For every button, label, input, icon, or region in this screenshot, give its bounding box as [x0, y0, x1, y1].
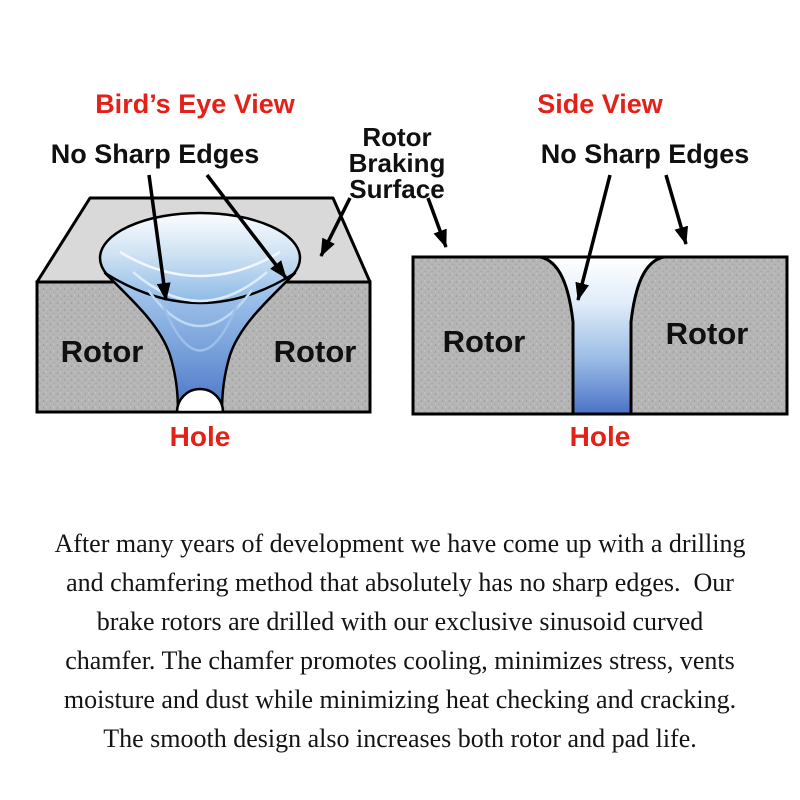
description-line: moisture and dust while minimizing heat …	[63, 685, 737, 714]
hole-label-left: Hole	[170, 421, 231, 452]
description-line: brake rotors are drilled with our exclus…	[96, 607, 704, 636]
arrow-no-sharp-edges-right-2	[664, 174, 688, 245]
description-paragraph: After many years of development we have …	[0, 524, 800, 758]
sideview-rotor-label-left: Rotor	[443, 324, 526, 359]
braking-surface-line2: Braking	[349, 148, 446, 178]
annotation-arrows	[147, 173, 688, 301]
birdseye-title: Bird’s Eye View	[95, 89, 296, 119]
sideview-title: Side View	[537, 89, 664, 119]
no-sharp-edges-label-left: No Sharp Edges	[51, 139, 260, 169]
description-line: and chamfering method that absolutely ha…	[66, 568, 734, 597]
birdseye-diagram: Rotor Rotor	[35, 196, 372, 414]
sideview-chamfer-channel	[540, 257, 664, 414]
braking-surface-line1: Rotor	[362, 122, 431, 152]
sideview-outline	[411, 255, 789, 416]
description-line: The smooth design also increases both ro…	[103, 724, 697, 753]
chamfer-contour-lines	[119, 250, 281, 352]
description-line: chamfer. The chamfer promotes cooling, m…	[65, 646, 735, 675]
arrow-braking-surface-to-sideview	[426, 197, 448, 248]
birdseye-hole-notch	[175, 387, 225, 414]
arrow-braking-surface-to-birdseye	[319, 197, 352, 257]
birdseye-rotor-label-right: Rotor	[274, 334, 357, 369]
no-sharp-edges-label-right: No Sharp Edges	[541, 139, 750, 169]
birdseye-chamfer-funnel	[103, 271, 297, 414]
sideview-rotor-label-right: Rotor	[666, 316, 749, 351]
arrow-no-sharp-edges-left-1	[147, 174, 171, 301]
arrow-no-sharp-edges-left-2	[205, 173, 288, 280]
hole-label-right: Hole	[570, 421, 631, 452]
rotor-braking-surface-label: Rotor Braking Surface	[349, 122, 446, 204]
rotor-diagram-svg: Rotor Rotor Rotor Rotor Bird’s Eye View …	[35, 89, 789, 452]
birdseye-rotor-label-left: Rotor	[61, 334, 144, 369]
arrow-no-sharp-edges-right-1	[575, 174, 612, 301]
description-line: After many years of development we have …	[54, 529, 746, 558]
sideview-diagram: Rotor Rotor	[411, 255, 789, 416]
